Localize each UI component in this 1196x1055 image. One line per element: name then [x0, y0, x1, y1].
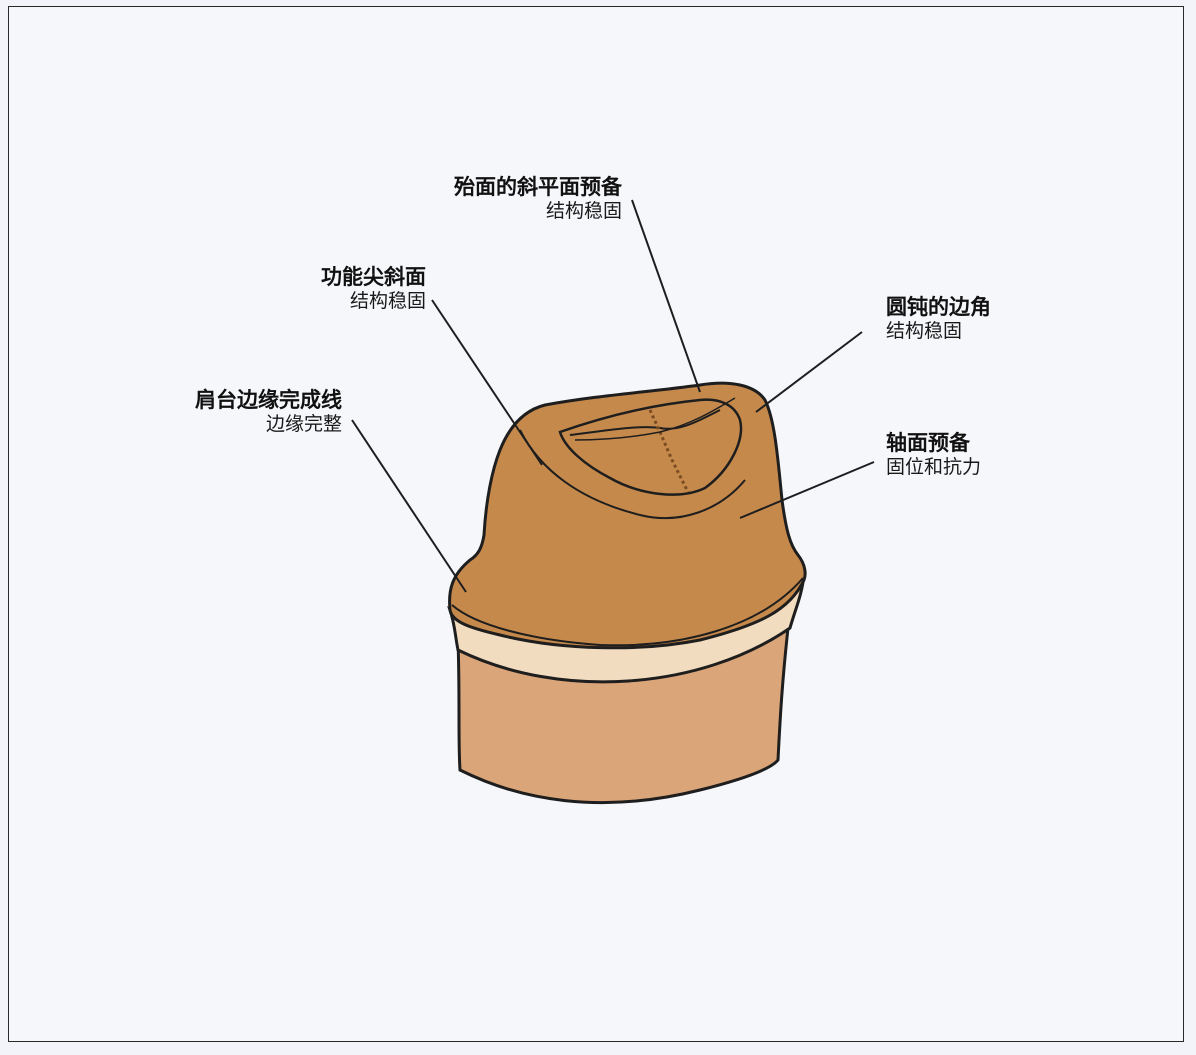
occlusal-bevel-outline — [558, 398, 743, 496]
functional-cusp-bevel-line — [519, 429, 746, 519]
leader-occlusal-bevel — [631, 199, 701, 393]
label-shoulder-margin-title: 肩台边缘完成线 — [195, 388, 342, 412]
label-functional-cusp-bevel-sub: 结构稳固 — [349, 290, 426, 313]
occlusal-bevel-inner — [569, 409, 721, 436]
label-axial-reduction-title: 轴面预备 — [886, 431, 970, 455]
leader-rounded-corners — [755, 331, 863, 413]
shoulder-ledge — [451, 577, 804, 647]
label-shoulder-margin-sub: 边缘完整 — [265, 413, 342, 436]
label-rounded-corners-title: 圆钝的边角 — [886, 295, 991, 319]
occlusal-ridge — [574, 397, 736, 441]
label-functional-cusp-bevel: 功能尖斜面 结构稳固 — [276, 264, 426, 314]
leader-shoulder — [351, 419, 467, 593]
label-occlusal-bevel-sub: 结构稳固 — [545, 200, 622, 223]
leader-axial — [739, 461, 875, 519]
crown — [448, 381, 807, 650]
label-functional-cusp-bevel-title: 功能尖斜面 — [321, 265, 426, 289]
label-rounded-corners: 圆钝的边角 结构稳固 — [886, 294, 1066, 344]
label-occlusal-bevel-title: 殆面的斜平面预备 — [454, 175, 622, 199]
leader-functional-cusp — [431, 299, 543, 466]
label-axial-reduction-sub: 固位和抗力 — [886, 456, 982, 479]
label-shoulder-margin: 肩台边缘完成线 边缘完整 — [148, 387, 342, 437]
central-groove — [648, 409, 690, 493]
label-occlusal-bevel: 殆面的斜平面预备 结构稳固 — [404, 174, 622, 224]
label-axial-reduction: 轴面预备 固位和抗力 — [886, 430, 1066, 480]
label-rounded-corners-sub: 结构稳固 — [886, 320, 963, 343]
